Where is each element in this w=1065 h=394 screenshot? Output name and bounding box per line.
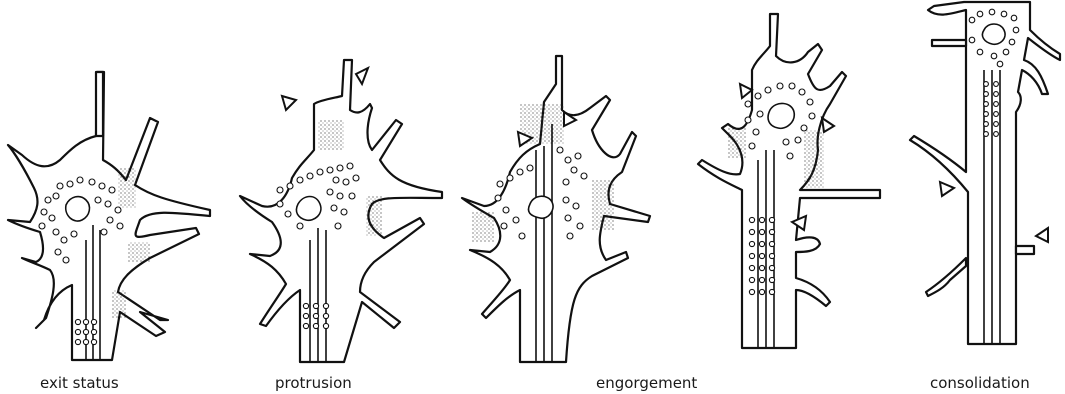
panel-protrusion: protrusion bbox=[240, 60, 442, 392]
growth-cone-outline bbox=[932, 40, 966, 46]
open-arrowhead-icon bbox=[740, 84, 752, 98]
nucleus bbox=[296, 197, 320, 221]
stippled-region bbox=[112, 290, 126, 318]
stippled-region bbox=[318, 120, 344, 150]
panel-consolidation: consolidation bbox=[910, 2, 1060, 392]
stippled-region bbox=[472, 212, 494, 242]
filopodium-stub bbox=[96, 72, 103, 136]
open-arrowhead-icon bbox=[1036, 228, 1048, 242]
stippled-region bbox=[128, 242, 150, 262]
open-arrowhead-icon bbox=[356, 68, 368, 84]
stage-label: protrusion bbox=[275, 374, 352, 392]
stippled-region bbox=[366, 196, 382, 236]
nucleus bbox=[528, 196, 553, 218]
stippled-region bbox=[728, 128, 746, 158]
stage-label: exit status bbox=[40, 374, 119, 392]
nucleus bbox=[768, 103, 794, 128]
open-arrowhead-icon bbox=[940, 182, 954, 196]
open-arrowhead-icon bbox=[822, 118, 834, 132]
panel-intermediate bbox=[698, 14, 880, 348]
vesicle-column bbox=[303, 303, 328, 328]
growth-cone-outline bbox=[8, 72, 210, 360]
stippled-region bbox=[592, 180, 614, 230]
nucleus bbox=[66, 197, 90, 221]
stage-label: consolidation bbox=[930, 374, 1030, 392]
stippled-region bbox=[118, 168, 136, 208]
growth-cone-outline bbox=[1016, 246, 1034, 254]
stippled-region bbox=[804, 130, 824, 188]
open-arrowhead-icon bbox=[282, 96, 296, 110]
panel-exit-status: exit status bbox=[8, 72, 210, 392]
growth-cone-outline bbox=[698, 14, 880, 348]
growth-cone-outline bbox=[926, 258, 966, 296]
panel-engorgement: engorgement bbox=[462, 56, 697, 392]
stage-label: engorgement bbox=[596, 374, 697, 392]
vesicle-column bbox=[75, 319, 96, 344]
nucleus bbox=[982, 24, 1005, 44]
growth-cone-outline bbox=[462, 56, 650, 362]
